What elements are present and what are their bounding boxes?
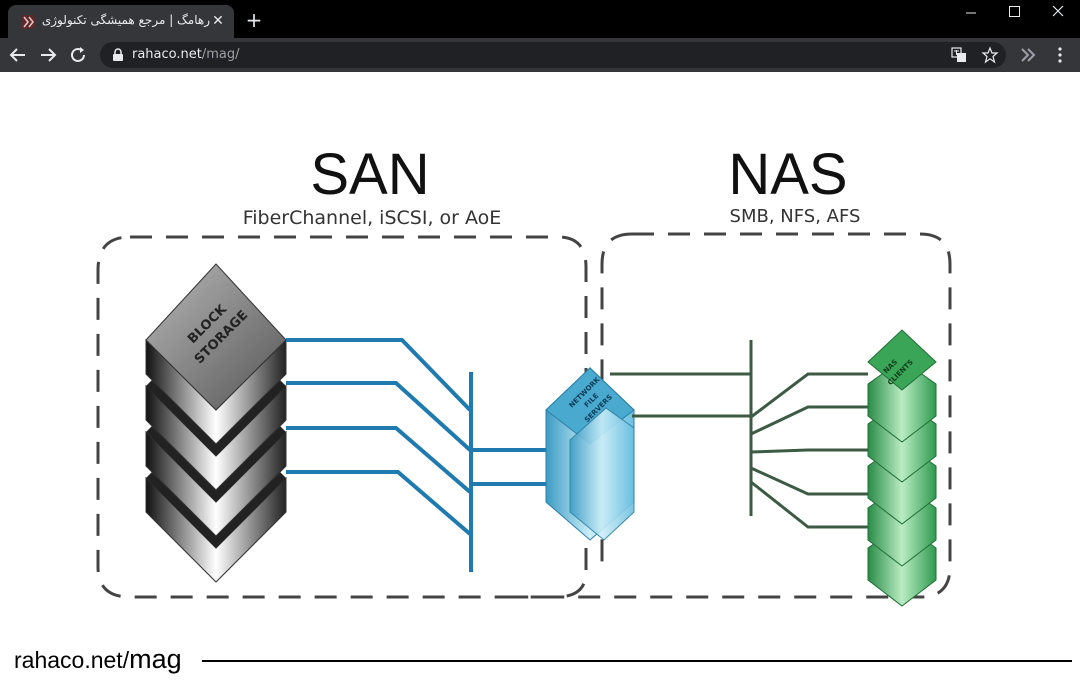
- address-url[interactable]: rahaco.net/mag/: [132, 47, 240, 62]
- nas-client-link-3: [750, 448, 868, 454]
- new-tab-button[interactable]: +: [245, 8, 263, 32]
- block-storage-stack: BLOCK STORAGE: [145, 263, 287, 583]
- nas-clients-stack: NAS CLIENTS: [867, 329, 937, 607]
- page-content: SAN FiberChannel, iSCSI, or AoE NAS SMB,…: [0, 72, 1080, 686]
- tab-close-icon[interactable]: ✕: [212, 13, 224, 29]
- san-title: SAN: [310, 142, 429, 207]
- watermark-mag: mag: [129, 644, 182, 674]
- lock-icon[interactable]: [112, 48, 124, 62]
- address-bar[interactable]: rahaco.net/mag/: [100, 42, 1006, 68]
- watermark-site: rahaco.net/mag: [14, 644, 182, 675]
- bookmark-star-icon[interactable]: [981, 46, 999, 64]
- nas-client-link-2: [750, 405, 868, 436]
- reload-icon[interactable]: [66, 43, 90, 67]
- translate-icon[interactable]: [950, 46, 968, 64]
- watermark-host: rahaco.net/: [14, 647, 130, 673]
- nas-client-link-1: [750, 372, 868, 419]
- close-window-icon[interactable]: [1036, 0, 1080, 26]
- nas-boundary: [500, 232, 952, 599]
- minimize-icon[interactable]: [948, 0, 992, 26]
- san-nas-diagram: SAN FiberChannel, iSCSI, or AoE NAS SMB,…: [96, 142, 952, 607]
- menu-kebab-icon[interactable]: [1050, 45, 1070, 65]
- san-link-4: [286, 470, 472, 536]
- tab-title: رهامگ | مرجع همیشگی تکنولوژی |: [42, 13, 210, 27]
- san-link-1: [286, 338, 472, 412]
- site-favicon-icon: [21, 15, 35, 29]
- url-path: /mag/: [201, 47, 240, 62]
- back-icon[interactable]: [6, 43, 30, 67]
- nas-client-link-4: [750, 466, 868, 496]
- forward-icon[interactable]: [36, 43, 60, 67]
- san-link-3: [286, 426, 472, 494]
- nas-boundary-left: [600, 232, 633, 572]
- network-file-servers: NETWORK FILE SERVERS: [545, 367, 635, 541]
- san-subtitle: FiberChannel, iSCSI, or AoE: [243, 207, 502, 229]
- extension-icon[interactable]: [1018, 45, 1038, 65]
- maximize-icon[interactable]: [992, 0, 1036, 26]
- san-link-2: [286, 381, 472, 452]
- url-host: rahaco.net: [132, 47, 202, 62]
- nas-subtitle: SMB, NFS, AFS: [730, 206, 861, 227]
- nas-title: NAS: [728, 142, 847, 207]
- browser-toolbar: rahaco.net/mag/: [0, 38, 1080, 72]
- nas-client-link-5: [750, 480, 868, 529]
- footer-divider: [202, 660, 1072, 662]
- san-links: [286, 338, 578, 572]
- browser-tab[interactable]: رهامگ | مرجع همیشگی تکنولوژی | ✕: [8, 5, 234, 38]
- tab-strip: رهامگ | مرجع همیشگی تکنولوژی | ✕ +: [0, 0, 1080, 38]
- nas-links: [610, 340, 868, 529]
